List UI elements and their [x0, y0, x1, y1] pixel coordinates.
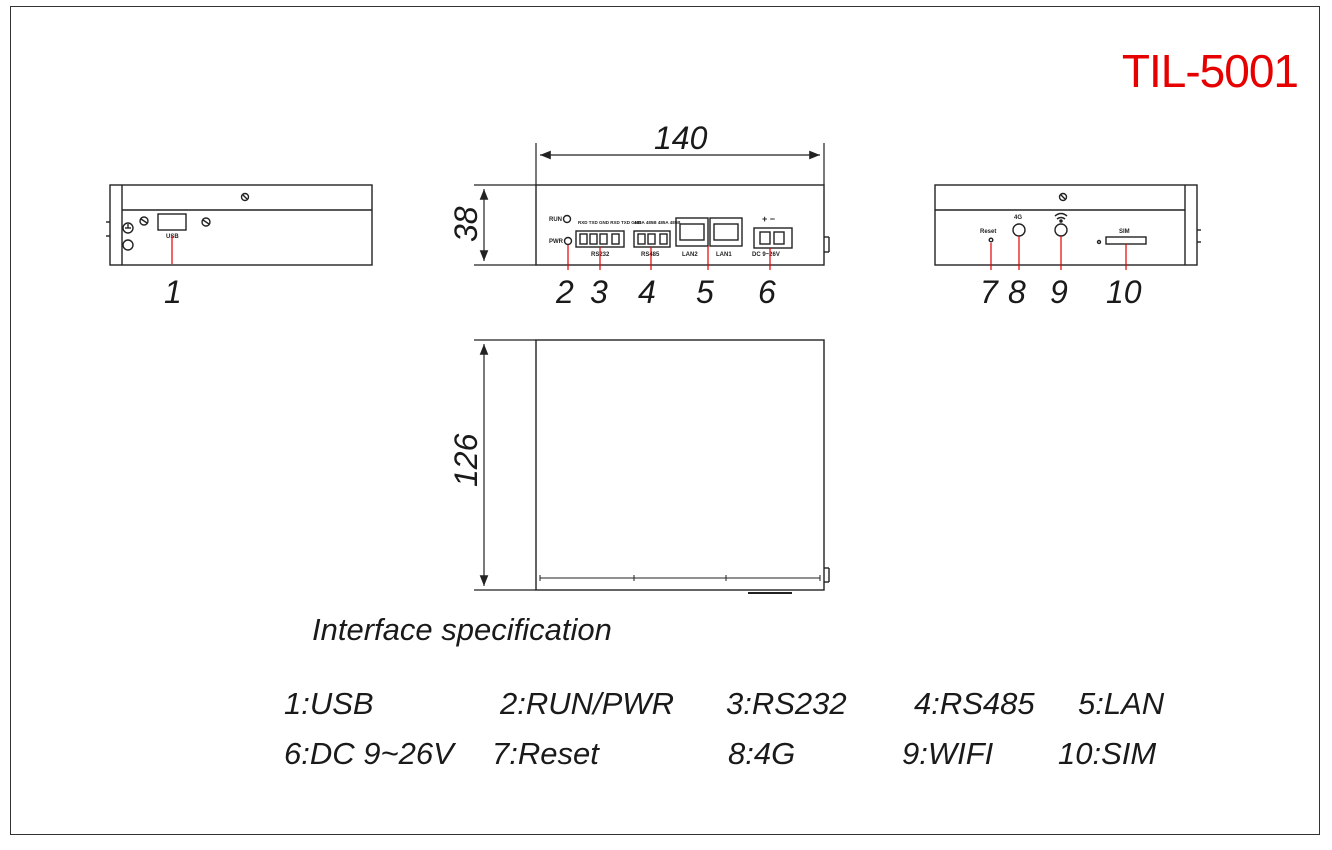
top-body — [535, 339, 825, 591]
rs485-pins-label: 485A 485B 485A 485B — [634, 220, 681, 225]
spec-item-dc: 6:DC 9~26V — [284, 736, 454, 771]
right-callout-lines — [990, 236, 1127, 270]
vent-icon — [122, 239, 134, 251]
fourg-label: 4G — [1014, 215, 1022, 221]
antenna-4g-port — [1012, 223, 1026, 237]
callout-2: 2 — [555, 274, 574, 310]
width-dimension-label: 140 — [654, 120, 708, 156]
model-name: TIL-5001 — [1121, 45, 1299, 97]
antenna-wifi-port — [1054, 223, 1068, 237]
drawing-frame — [10, 6, 1320, 835]
dc-label: DC 9~26V — [752, 252, 780, 258]
spec-title: Interface specification — [312, 612, 612, 647]
screw-icon — [139, 216, 149, 226]
top-view — [535, 339, 830, 594]
ground-icon — [122, 222, 134, 234]
dc-polarity-label: + − — [762, 214, 775, 224]
sim-label: SIM — [1119, 229, 1130, 235]
sim-slot — [1105, 236, 1147, 245]
width-dimension — [535, 143, 825, 185]
height-dimension — [474, 184, 536, 266]
lan1-port — [709, 217, 743, 247]
left-side-body — [109, 184, 373, 266]
callout-4: 4 — [638, 274, 656, 310]
callout-3: 3 — [590, 274, 608, 310]
spec-item-rs485: 4:RS485 — [914, 686, 1035, 721]
callout-7: 7 — [980, 274, 999, 310]
run-led — [562, 214, 572, 224]
pwr-led — [563, 236, 573, 246]
rs232-pins-label: RXD TXD GND RXD TXD GND — [578, 220, 642, 225]
spec-item-wifi: 9:WIFI — [902, 736, 994, 771]
spec-item-lan: 5:LAN — [1078, 686, 1165, 721]
depth-dimension-label: 126 — [448, 433, 484, 487]
screw-icon — [201, 217, 211, 227]
lan2-port — [675, 217, 709, 247]
run-label: RUN — [549, 217, 562, 223]
right-side-body — [934, 184, 1198, 266]
callout-9: 9 — [1050, 274, 1068, 310]
rs485-terminal — [633, 230, 671, 248]
spec-item-usb: 1:USB — [284, 686, 374, 721]
spec-item-4g: 8:4G — [728, 736, 796, 771]
left-side-view — [106, 184, 373, 266]
pwr-label: PWR — [549, 239, 564, 245]
front-callout-lines — [567, 245, 771, 270]
usb-label: USB — [166, 234, 179, 240]
spec-item-reset: 7:Reset — [492, 736, 599, 771]
lan1-label: LAN1 — [716, 252, 732, 258]
screw-icon — [1058, 192, 1068, 202]
callout-6: 6 — [758, 274, 776, 310]
dc-terminal — [753, 227, 793, 249]
callout-5: 5 — [696, 274, 714, 310]
right-side-view — [934, 184, 1201, 266]
reset-hole — [988, 237, 994, 243]
spec-item-rs232: 3:RS232 — [726, 686, 847, 721]
height-dimension-label: 38 — [448, 206, 484, 242]
reset-label: Reset — [980, 229, 996, 235]
spec-item-run-pwr: 2:RUN/PWR — [500, 686, 674, 721]
callout-10: 10 — [1106, 274, 1142, 310]
lan2-label: LAN2 — [682, 252, 698, 258]
callout-8: 8 — [1008, 274, 1026, 310]
depth-dimension — [474, 339, 536, 591]
screw-icon — [240, 192, 250, 202]
front-body — [535, 184, 825, 266]
wifi-icon — [1054, 212, 1068, 223]
callout-1: 1 — [164, 274, 182, 310]
usb-port — [157, 213, 187, 231]
spec-item-sim: 10:SIM — [1058, 736, 1157, 771]
